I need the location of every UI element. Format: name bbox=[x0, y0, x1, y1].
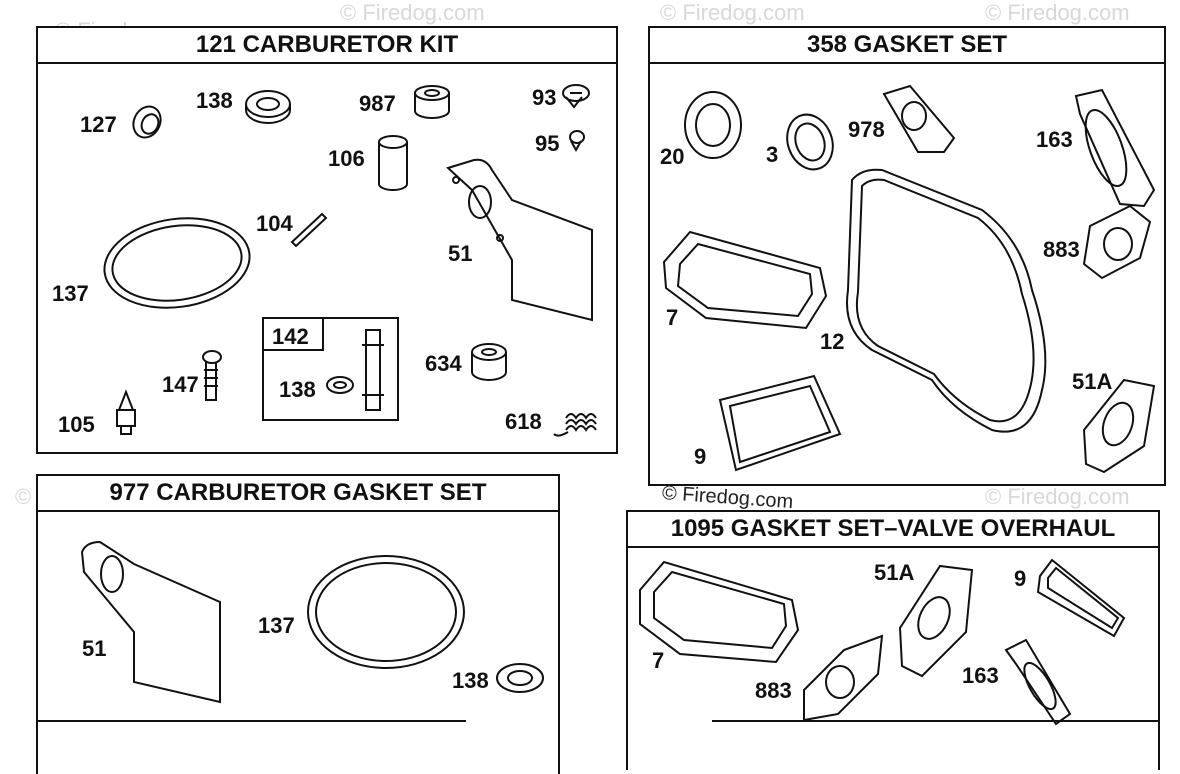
part-label: 9 bbox=[1014, 566, 1027, 591]
parts-drawing bbox=[80, 84, 1156, 726]
part-51a-gasket-b bbox=[898, 564, 974, 678]
part-138-washer-b bbox=[496, 663, 544, 693]
part-label: 163 bbox=[962, 663, 999, 688]
part-label: 12 bbox=[820, 329, 845, 354]
part-20-seal bbox=[684, 91, 742, 159]
valve-overhaul-panel: 1095 GASKET SET–VALVE OVERHAUL bbox=[626, 510, 1160, 770]
part-163-gasket-b bbox=[1004, 638, 1072, 726]
part-95-screw bbox=[569, 130, 585, 153]
part-label: 7 bbox=[652, 648, 665, 673]
part-105-needle bbox=[116, 389, 136, 435]
panel-title: 977 CARBURETOR GASKET SET bbox=[38, 476, 558, 512]
part-106-cylinder bbox=[378, 135, 408, 191]
part-51a-gasket bbox=[1082, 378, 1156, 474]
watermark-text: © Firedog.com bbox=[985, 0, 1130, 25]
part-127-cap bbox=[132, 105, 162, 139]
part-142-label-box bbox=[262, 317, 324, 351]
part-label: 978 bbox=[848, 117, 885, 142]
part-12-crankcase-gasket bbox=[846, 168, 1047, 433]
part-label: 138 bbox=[452, 668, 489, 693]
part-label: 104 bbox=[256, 211, 293, 236]
part-label: 9 bbox=[694, 444, 707, 469]
part-51-gasket-b bbox=[80, 540, 221, 704]
part-634-bushing bbox=[471, 343, 507, 381]
panel-title: 1095 GASKET SET–VALVE OVERHAUL bbox=[628, 512, 1158, 548]
part-label: 105 bbox=[58, 412, 95, 437]
bottom-rule bbox=[712, 720, 1160, 722]
part-label: 138 bbox=[279, 377, 316, 402]
part-label: 883 bbox=[1043, 237, 1080, 262]
carburetor-gasket-set-panel: 977 CARBURETOR GASKET SET bbox=[36, 474, 560, 774]
part-7-head-gasket bbox=[662, 230, 828, 330]
part-label: 51A bbox=[1072, 369, 1113, 394]
part-label: 93 bbox=[532, 85, 557, 110]
part-label: 163 bbox=[1036, 127, 1073, 152]
watermark-text: © Firedog.com bbox=[660, 0, 805, 25]
part-label: 51A bbox=[874, 560, 915, 585]
part-label: 147 bbox=[162, 372, 199, 397]
part-label: 51 bbox=[82, 636, 107, 661]
part-label: 634 bbox=[425, 351, 462, 376]
part-label: 618 bbox=[505, 409, 542, 434]
part-label: 3 bbox=[766, 142, 779, 167]
part-142-box bbox=[262, 317, 399, 421]
part-label: 137 bbox=[258, 613, 295, 638]
part-3-seal bbox=[786, 113, 834, 171]
part-label: 106 bbox=[328, 146, 365, 171]
part-label: 987 bbox=[359, 91, 396, 116]
part-7-head-gasket-b bbox=[639, 560, 800, 664]
part-9-gasket bbox=[718, 374, 842, 472]
panel-title: 121 CARBURETOR KIT bbox=[38, 28, 616, 64]
part-137-oring bbox=[103, 217, 251, 309]
part-label: 142 bbox=[272, 324, 309, 349]
part-137-oring-b bbox=[307, 555, 465, 669]
part-jet bbox=[362, 329, 384, 411]
part-163-gasket bbox=[1074, 88, 1156, 208]
part-label: 138 bbox=[196, 88, 233, 113]
part-104-pin bbox=[290, 212, 328, 248]
part-label: 51 bbox=[448, 241, 473, 266]
panel-title: 358 GASKET SET bbox=[650, 28, 1164, 64]
part-9-gasket-b bbox=[1036, 558, 1126, 638]
part-978-gasket bbox=[882, 84, 956, 153]
bottom-rule bbox=[36, 720, 466, 722]
part-138-small-washer bbox=[326, 376, 354, 394]
part-618-spring bbox=[553, 413, 597, 437]
part-987-bushing bbox=[414, 85, 450, 119]
part-label: 7 bbox=[666, 305, 679, 330]
part-label: 137 bbox=[52, 281, 89, 306]
part-147-screw bbox=[202, 350, 222, 401]
part-label: 883 bbox=[755, 678, 792, 703]
part-93-screw bbox=[562, 84, 590, 109]
part-51-gasket bbox=[446, 158, 593, 322]
part-label: 95 bbox=[535, 131, 560, 156]
part-883-gasket bbox=[1082, 204, 1152, 280]
watermark-text: © Firedog.com bbox=[340, 0, 485, 25]
part-label: 20 bbox=[660, 144, 685, 169]
part-883-gasket-b bbox=[803, 634, 884, 722]
part-138-washer bbox=[245, 90, 291, 124]
part-label: 127 bbox=[80, 112, 117, 137]
watermark-text: © Firedog.com bbox=[985, 484, 1130, 509]
